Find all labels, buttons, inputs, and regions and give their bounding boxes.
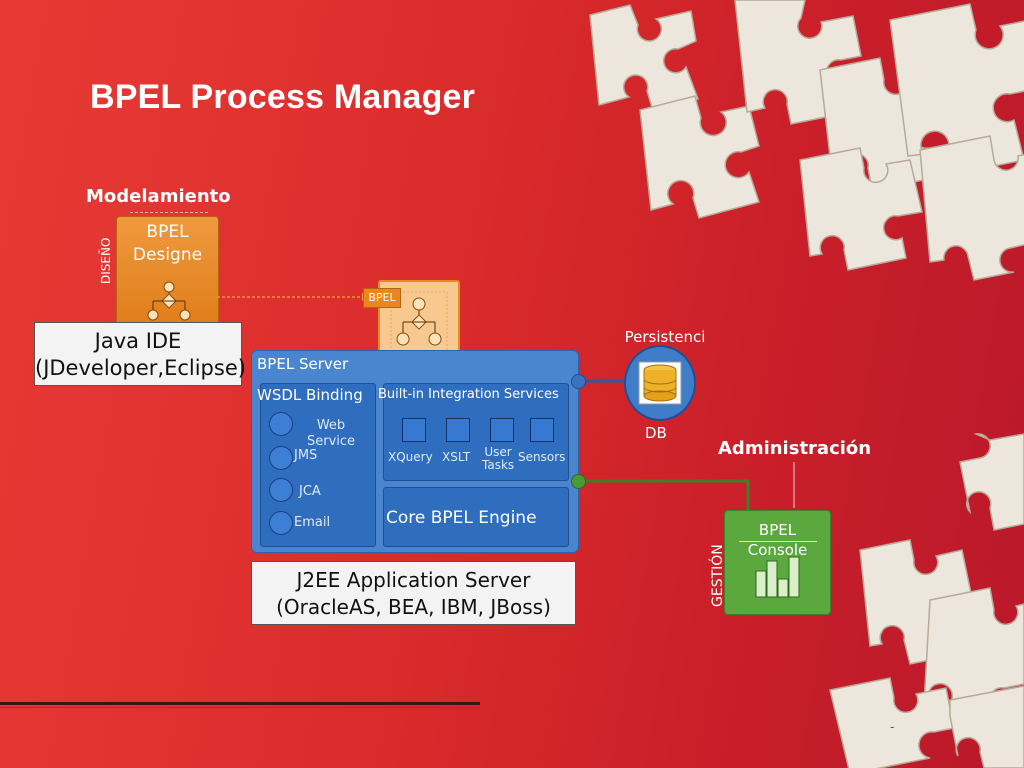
app-server-box: J2EE Application Server (OracleAS, BEA, … xyxy=(251,561,576,625)
bar-chart-icon xyxy=(755,556,800,598)
integration-services-panel: Built-in Integration Services XQuery XSL… xyxy=(378,383,569,481)
db-node[interactable] xyxy=(624,345,696,421)
jms-label: JMS xyxy=(294,448,318,463)
modeling-heading: Modelamiento xyxy=(86,186,231,207)
server-title: BPEL Server xyxy=(257,355,349,373)
xslt-icon xyxy=(446,418,470,442)
integration-title: Built-in Integration Services xyxy=(378,387,559,402)
xquery-icon xyxy=(402,418,426,442)
xquery-label: XQuery xyxy=(388,450,433,464)
admin-heading: Administración xyxy=(718,438,872,459)
console-divider xyxy=(739,541,817,542)
email-icon xyxy=(269,511,293,535)
wsdl-binding-panel: WSDL Binding Web Service JMS JCA Email xyxy=(257,383,376,547)
bpel-designer-box[interactable]: BPEL Designe xyxy=(116,216,219,327)
heading-underline xyxy=(130,212,208,213)
process-flow-icon xyxy=(147,281,191,321)
footer-line-thin xyxy=(0,707,480,708)
sensors-label: Sensors xyxy=(518,450,566,464)
bpel-console-box[interactable]: BPEL Console xyxy=(724,510,831,615)
xslt-label: XSLT xyxy=(442,450,471,464)
web-service-label: Web Service xyxy=(307,418,356,449)
page-title: BPEL Process Manager xyxy=(90,78,476,116)
sensors-icon xyxy=(530,418,554,442)
db-label: DB xyxy=(645,424,667,442)
process-flow-icon xyxy=(390,291,448,357)
designer-label: BPEL Designe xyxy=(132,222,203,265)
user-tasks-label: User Tasks xyxy=(482,445,515,472)
console-port xyxy=(571,474,586,489)
core-engine-panel: Core BPEL Engine xyxy=(383,487,569,547)
core-engine-label: Core BPEL Engine xyxy=(386,508,537,528)
jca-icon xyxy=(269,478,293,502)
footer-line xyxy=(0,702,480,705)
db-port xyxy=(571,374,586,389)
database-icon xyxy=(638,361,682,405)
java-ide-box: Java IDE (JDeveloper,Eclipse) xyxy=(34,322,246,386)
user-tasks-icon xyxy=(490,418,514,442)
email-label: Email xyxy=(294,515,331,530)
bpel-server-box: BPEL Server WSDL Binding Web Service JMS… xyxy=(251,350,579,553)
console-label: BPEL Console xyxy=(747,521,808,559)
jca-label: JCA xyxy=(299,484,321,499)
bpel-badge: BPEL xyxy=(363,288,401,308)
footer-mark: - xyxy=(890,720,895,734)
web-service-icon xyxy=(269,412,293,436)
wsdl-title: WSDL Binding xyxy=(257,386,363,404)
jms-icon xyxy=(269,446,293,470)
